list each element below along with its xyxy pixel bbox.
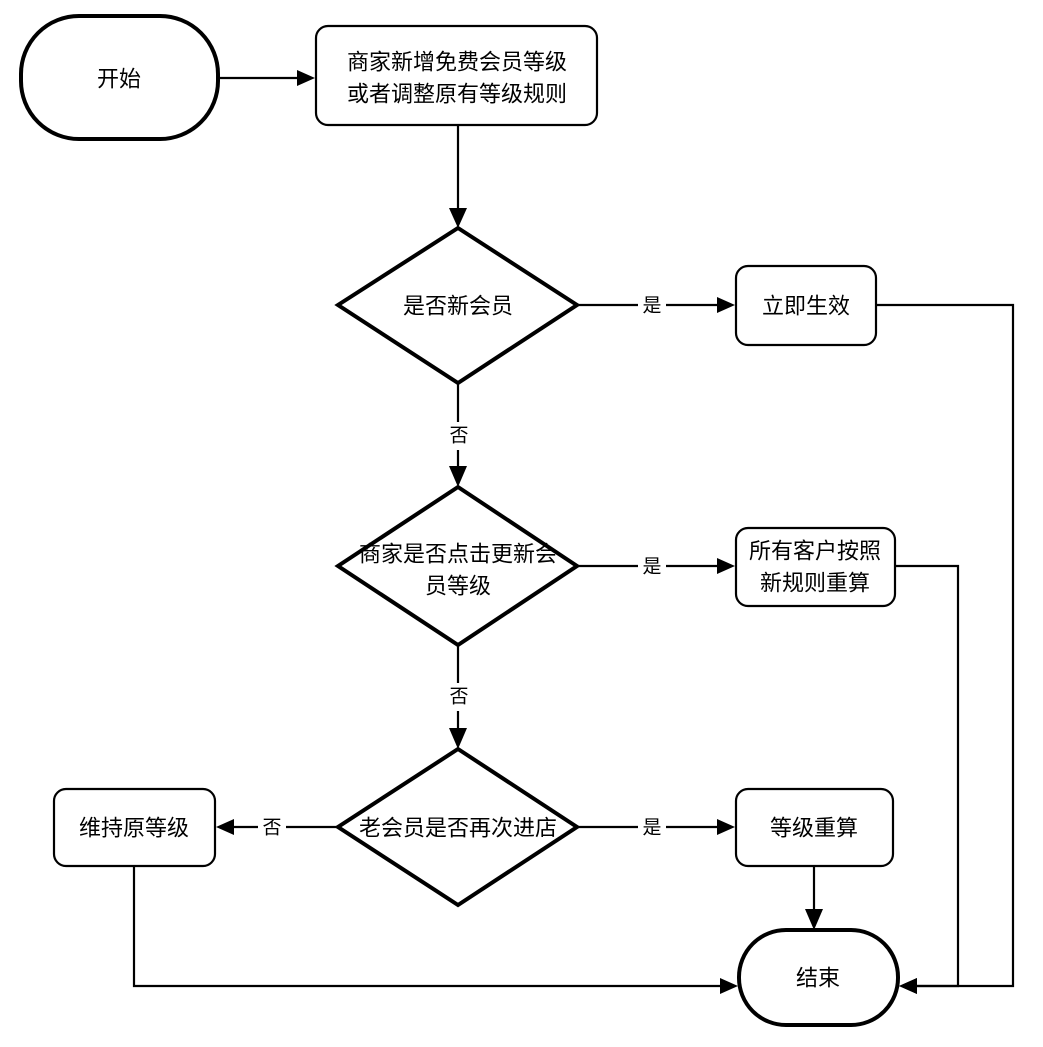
node-keep-tier-label: 维持原等级	[79, 816, 189, 841]
edge-label-backdrop	[638, 552, 666, 580]
node-recalc-all[interactable]: 所有客户按照 新规则重算	[734, 526, 897, 608]
node-add-tier-shape	[314, 24, 599, 127]
edge-label-revisit-yes: 是	[642, 818, 661, 839]
node-recalc-tier-label: 等级重算	[770, 816, 858, 841]
node-start-label: 开始	[97, 67, 141, 92]
edge-recalc-all-to-end	[896, 564, 960, 994]
arrow-head-icon	[216, 819, 234, 835]
node-add-tier[interactable]: 商家新增免费会员等级 或者调整原有等级规则	[314, 24, 599, 127]
arrow-head-icon	[297, 70, 315, 86]
node-effective-now-label: 立即生效	[762, 294, 850, 319]
node-keep-tier-shape	[52, 787, 217, 868]
edge-revisit-no-to-keep-tier: 否	[216, 813, 339, 841]
arrow-head-icon	[717, 558, 735, 574]
node-start[interactable]: 开始	[19, 14, 220, 141]
node-add-tier-label-line2: 或者调整原有等级规则	[347, 82, 567, 107]
edge-recalc-tier-to-end	[805, 866, 823, 930]
node-merchant-clicks-update-label-line1: 商家是否点击更新会	[359, 542, 557, 567]
node-recalc-all-shape	[734, 526, 897, 608]
edge-label-new-member-yes: 是	[642, 296, 661, 317]
edge-label-backdrop	[638, 813, 666, 841]
edge-label-revisit-no: 否	[262, 818, 281, 839]
node-is-new-member-shape	[334, 225, 581, 386]
node-effective-now-shape	[734, 264, 878, 347]
node-recalc-all-label-line1: 所有客户按照	[749, 539, 881, 564]
edge-keep-tier-to-end	[132, 866, 738, 994]
node-old-member-revisit[interactable]: 老会员是否再次进店	[334, 746, 581, 908]
node-end-shape	[737, 928, 900, 1027]
edge-clicks-update-yes-to-recalc-all: 是	[577, 552, 735, 580]
node-merchant-clicks-update-label-line2: 员等级	[425, 574, 491, 599]
node-add-tier-label-line1: 商家新增免费会员等级	[347, 50, 567, 75]
edge-start-to-add-tier	[219, 70, 315, 86]
arrow-head-icon	[449, 466, 467, 487]
edge-label-backdrop	[258, 813, 286, 841]
arrow-head-icon	[720, 978, 738, 994]
node-is-new-member-label: 是否新会员	[403, 294, 513, 319]
edge-effective-now-to-end	[876, 303, 1015, 994]
node-end[interactable]: 结束	[737, 928, 900, 1027]
edge-label-backdrop	[445, 683, 473, 711]
edge-is-new-member-no-to-clicks-update: 否	[445, 384, 473, 487]
edge-clicks-update-no-to-revisit: 否	[445, 645, 473, 749]
arrow-head-icon	[449, 208, 467, 228]
node-keep-tier[interactable]: 维持原等级	[52, 787, 217, 868]
edge-label-new-member-no: 否	[449, 426, 468, 447]
arrow-head-icon	[717, 819, 735, 835]
node-recalc-tier-shape	[734, 787, 895, 868]
node-merchant-clicks-update-shape	[334, 484, 581, 648]
arrow-head-icon	[899, 978, 917, 994]
arrow-head-icon	[805, 909, 823, 930]
node-old-member-revisit-shape	[334, 746, 581, 908]
edge-line	[132, 866, 725, 988]
edge-label-backdrop	[638, 291, 666, 319]
edge-label-clicks-update-no: 否	[449, 687, 468, 708]
node-recalc-tier[interactable]: 等级重算	[734, 787, 895, 868]
edge-line	[876, 303, 1015, 988]
node-end-label: 结束	[796, 966, 840, 991]
edge-is-new-member-yes-to-effective-now: 是	[577, 291, 735, 319]
node-old-member-revisit-label: 老会员是否再次进店	[359, 816, 557, 841]
edge-line	[896, 564, 960, 988]
arrow-head-icon	[449, 728, 467, 749]
node-start-shape	[19, 14, 220, 141]
edge-label-clicks-update-yes: 是	[642, 557, 661, 578]
edge-add-tier-to-is-new-member	[449, 126, 467, 228]
edge-label-backdrop	[445, 422, 473, 450]
edge-revisit-yes-to-recalc-tier: 是	[577, 813, 735, 841]
node-effective-now[interactable]: 立即生效	[734, 264, 878, 347]
node-recalc-all-label-line2: 新规则重算	[760, 571, 870, 596]
node-is-new-member[interactable]: 是否新会员	[334, 225, 581, 386]
arrow-head-icon	[717, 297, 735, 313]
node-merchant-clicks-update[interactable]: 商家是否点击更新会 员等级	[334, 484, 581, 648]
